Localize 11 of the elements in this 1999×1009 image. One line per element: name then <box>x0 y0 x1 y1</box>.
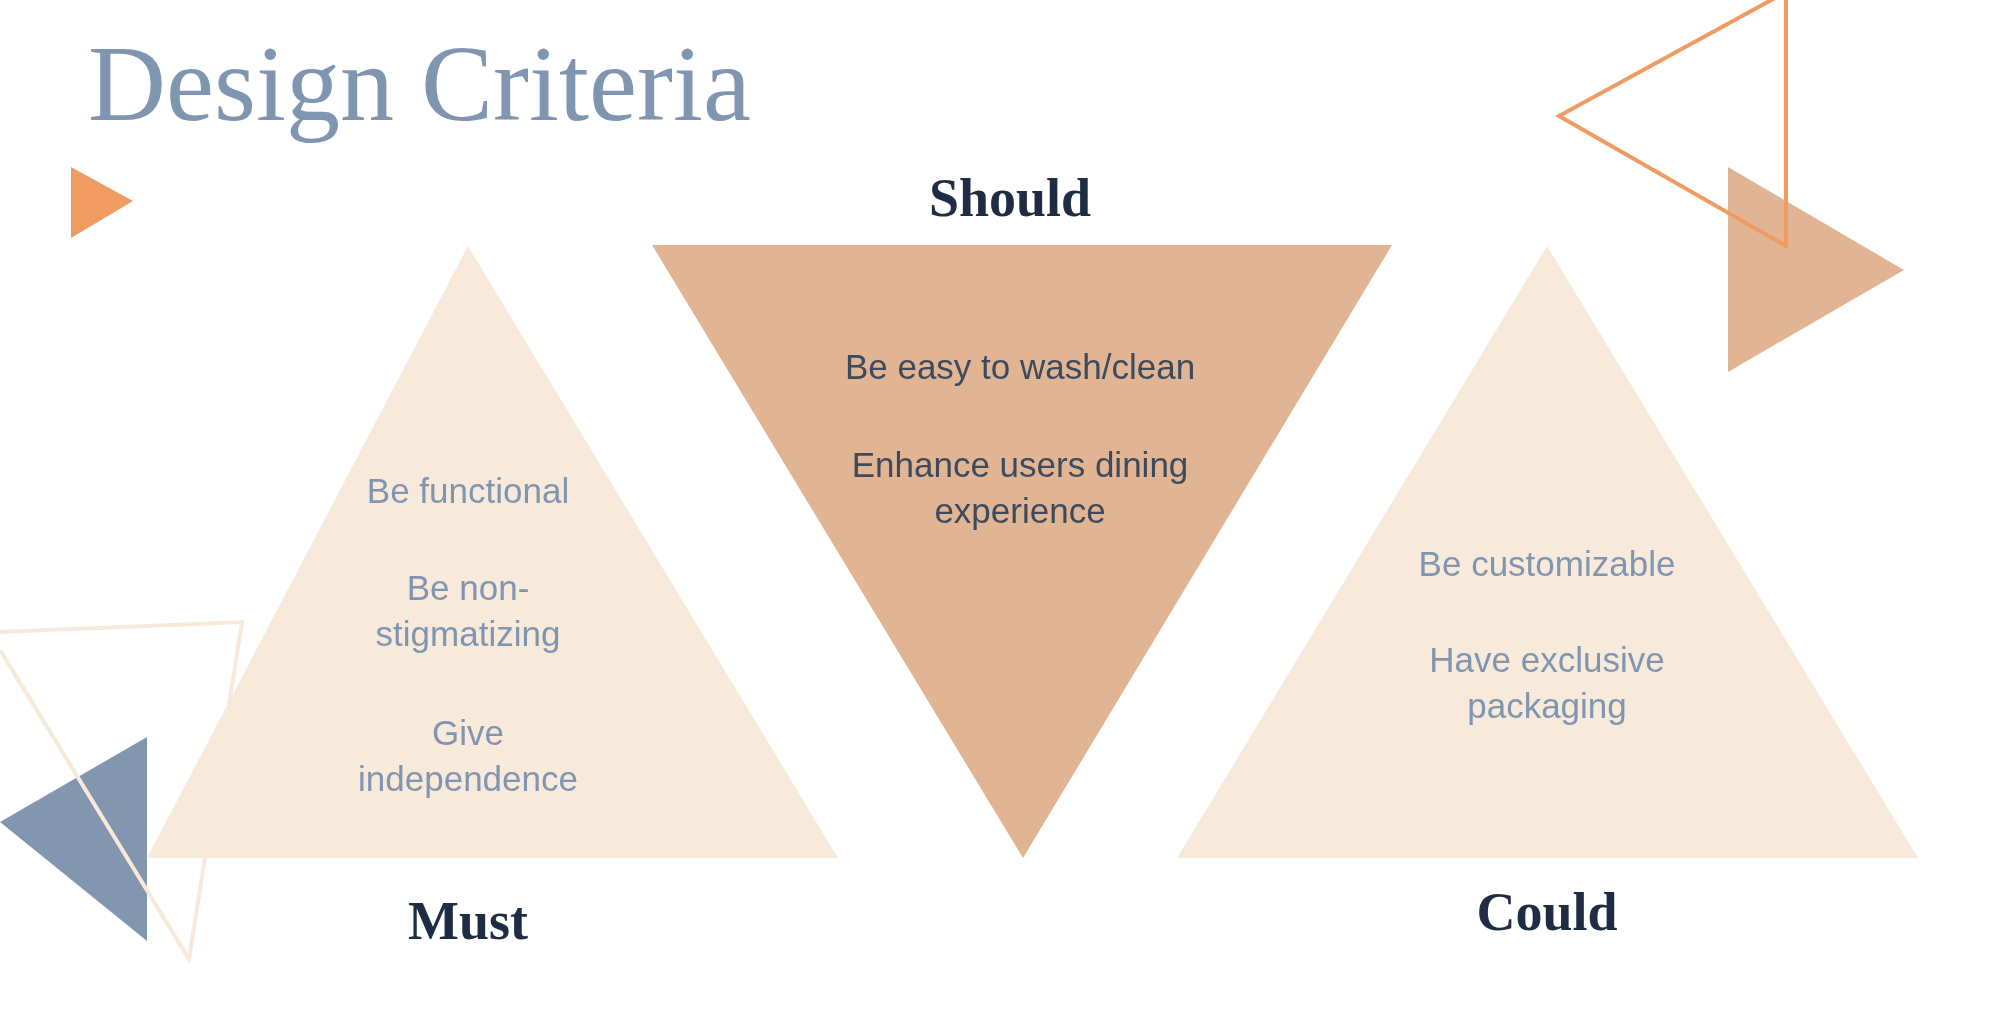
criterion-text: Have exclusive packaging <box>1428 638 1666 727</box>
category-heading: Should <box>928 167 1092 229</box>
criterion-text: Be easy to wash/clean <box>843 346 1197 389</box>
criterion-text: Be functional <box>365 470 571 513</box>
criterion-text: Be non-stigmatizing <box>374 566 562 655</box>
category-heading: Could <box>1476 881 1618 943</box>
criterion-text: Be customizable <box>1417 543 1677 586</box>
category-heading: Must <box>408 890 528 952</box>
criterion-text: Enhance users dining experience <box>850 443 1190 532</box>
slide-title: Design Criteria <box>88 23 751 145</box>
criterion-text: Give independence <box>357 711 579 800</box>
